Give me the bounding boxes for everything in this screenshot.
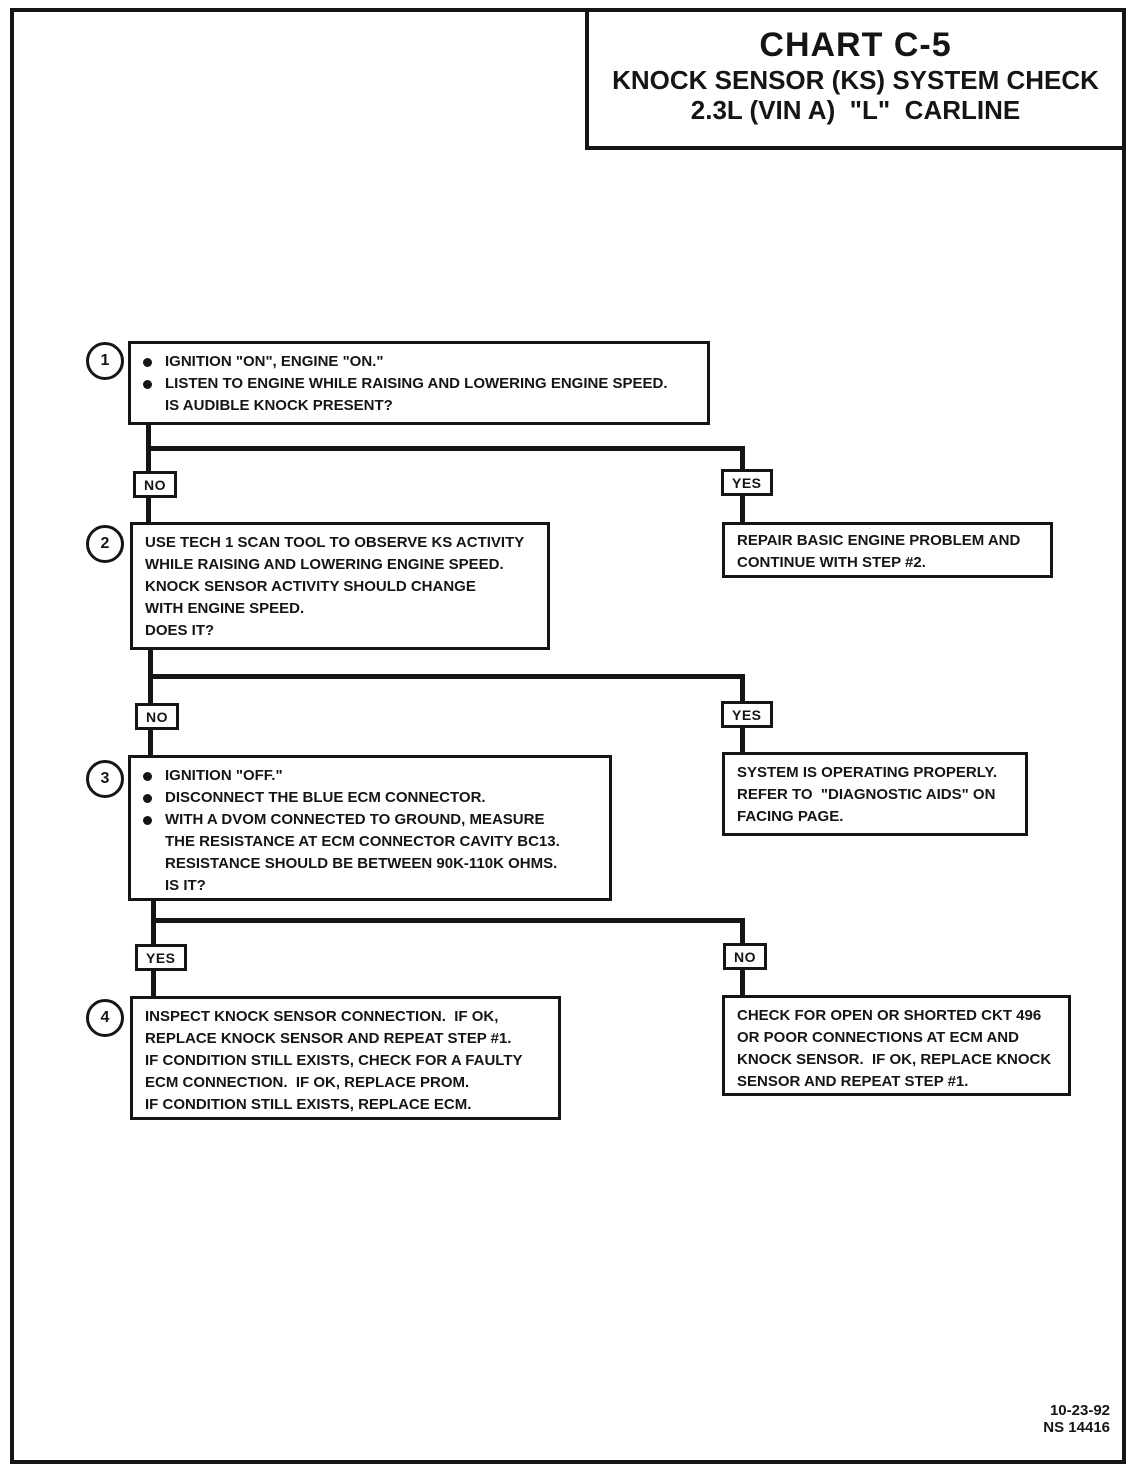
step-3-number: 3 [100,770,110,787]
step-2-text: USE TECH 1 SCAN TOOL TO OBSERVE KS ACTIV… [145,534,525,639]
chart-subtitle-line1: KNOCK SENSOR (KS) SYSTEM CHECK [612,65,1099,95]
step-3-item-2: DISCONNECT THE BLUE ECM CONNECTOR. [143,787,599,809]
repair-engine-text: REPAIR BASIC ENGINE PROBLEM AND CONTINUE… [737,532,1021,571]
step-3-item-3-text: WITH A DVOM CONNECTED TO GROUND, MEASURE… [165,811,560,894]
chart-subtitle-line2: 2.3L (VIN A) "L" CARLINE [690,95,1021,125]
step2-yes-label: YES [721,701,773,728]
step-3-item-2-text: DISCONNECT THE BLUE ECM CONNECTOR. [165,789,486,806]
check-ckt-text: CHECK FOR OPEN OR SHORTED CKT 496 OR POO… [737,1007,1052,1090]
bullet-icon [143,794,152,803]
connector-step1-branch-hline [146,446,745,451]
step-1-item-2: LISTEN TO ENGINE WHILE RAISING AND LOWER… [143,373,697,417]
chart-title: CHART C-5 [759,26,952,64]
repair-engine-box: REPAIR BASIC ENGINE PROBLEM AND CONTINUE… [722,522,1053,578]
connector-step2-no-vline [148,650,153,755]
connector-step2-branch-hline [148,674,745,679]
step-3-number-circle: 3 [86,760,124,798]
step-1-item-1-text: IGNITION "ON", ENGINE "ON." [165,353,384,370]
step-2-number: 2 [100,535,110,552]
step1-no-label: NO [133,471,177,498]
bullet-icon [143,358,152,367]
step-3-box: IGNITION "OFF." DISCONNECT THE BLUE ECM … [128,755,612,901]
step-3-item-3: WITH A DVOM CONNECTED TO GROUND, MEASURE… [143,809,599,897]
step-2-box: USE TECH 1 SCAN TOOL TO OBSERVE KS ACTIV… [130,522,550,650]
bullet-icon [143,380,152,389]
step3-yes-label: YES [135,944,187,971]
footer-doc-number: NS 14416 [1043,1419,1110,1436]
step-3-item-1: IGNITION "OFF." [143,765,599,787]
step-4-number: 4 [100,1009,110,1026]
step3-no-label: NO [723,943,767,970]
step-1-number-circle: 1 [86,342,124,380]
page-footer: 10-23-92 NS 14416 [1043,1402,1110,1436]
step-1-number: 1 [100,352,110,369]
step-4-text: INSPECT KNOCK SENSOR CONNECTION. IF OK, … [145,1008,523,1113]
bullet-icon [143,772,152,781]
step-1-box: IGNITION "ON", ENGINE "ON." LISTEN TO EN… [128,341,710,425]
page-border [10,8,1126,1464]
step-4-number-circle: 4 [86,999,124,1037]
chart-title-box: CHART C-5 KNOCK SENSOR (KS) SYSTEM CHECK… [585,8,1126,150]
step-4-box: INSPECT KNOCK SENSOR CONNECTION. IF OK, … [130,996,561,1120]
step-2-number-circle: 2 [86,525,124,563]
bullet-icon [143,816,152,825]
step2-no-label: NO [135,703,179,730]
connector-step3-branch-hline [151,918,745,923]
step-1-item-1: IGNITION "ON", ENGINE "ON." [143,351,697,373]
check-ckt-box: CHECK FOR OPEN OR SHORTED CKT 496 OR POO… [722,995,1071,1096]
footer-date: 10-23-92 [1049,1402,1110,1419]
step-3-item-1-text: IGNITION "OFF." [165,767,283,784]
step1-yes-label: YES [721,469,773,496]
system-ok-box: SYSTEM IS OPERATING PROPERLY. REFER TO "… [722,752,1028,836]
step-1-item-2-text: LISTEN TO ENGINE WHILE RAISING AND LOWER… [165,375,668,414]
system-ok-text: SYSTEM IS OPERATING PROPERLY. REFER TO "… [737,764,998,825]
